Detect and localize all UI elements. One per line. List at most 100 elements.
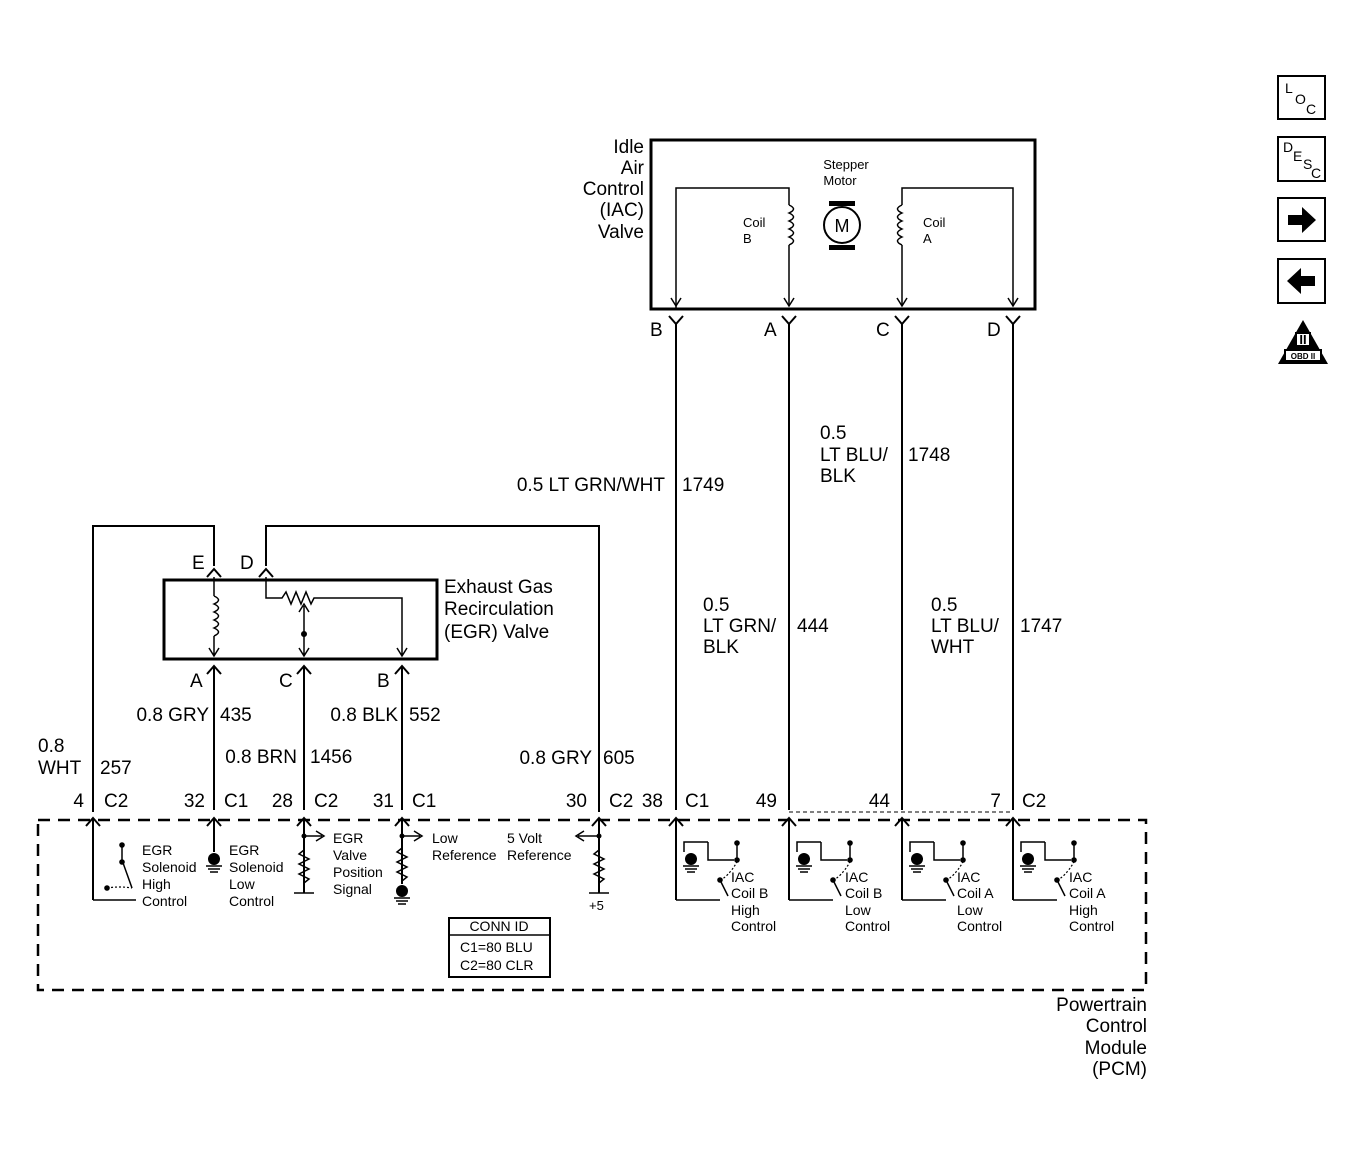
ground-icon (1020, 865, 1036, 873)
wire-1748 (894, 315, 910, 900)
loc-button[interactable]: L O C (1277, 75, 1326, 120)
ground-icon (796, 865, 812, 873)
egr-solenoid-coil-icon (212, 595, 220, 637)
wire-color-label: 0.5 LT GRN/WHT (517, 475, 666, 496)
iac-pin-label: A (764, 320, 777, 341)
ground-icon (206, 865, 222, 873)
wire-color-label: BLK (703, 637, 739, 658)
iac-valve-housing (649, 138, 1037, 311)
svg-text:Coil A: Coil A (1069, 885, 1106, 901)
svg-text:Signal: Signal (333, 881, 372, 897)
circuit-number: 1747 (1020, 616, 1062, 637)
svg-text:IAC: IAC (1069, 869, 1092, 885)
egr-pin-label: E (192, 553, 205, 574)
arrow-right-icon (1288, 207, 1316, 233)
pcm-title-line: Powertrain (1056, 995, 1147, 1016)
pcm-connector: C1 (412, 791, 436, 812)
egr-potentiometer-icon (265, 577, 408, 658)
wire-color-label: 0.5 (820, 423, 846, 444)
circuit-number: 552 (409, 705, 441, 726)
obd-ii-icon[interactable]: II OBD II (1278, 320, 1328, 364)
arrow-right-icon (402, 830, 424, 842)
svg-text:C: C (1311, 165, 1321, 181)
pcm-connector: C2 (1022, 791, 1046, 812)
iac-valve: Idle Air Control (IAC) Valve Stepper Mot… (583, 137, 1037, 341)
wire-color-label: 0.5 (703, 595, 729, 616)
svg-text:L: L (1285, 80, 1293, 96)
svg-text:Position: Position (333, 864, 383, 880)
circuit-number: 444 (797, 616, 829, 637)
desc-button[interactable]: D E S C (1277, 136, 1326, 182)
next-page-button[interactable] (1277, 197, 1326, 242)
wire-605 (265, 525, 600, 812)
pcm-connector: C2 (609, 791, 633, 812)
pcm-connector: C2 (104, 791, 128, 812)
arrow-left-icon (1287, 268, 1315, 294)
iac-title-line: Air (621, 158, 645, 179)
wire-color-label: 0.8 GRY (519, 748, 592, 769)
wire-color-label: WHT (38, 758, 82, 779)
svg-text:S: S (1303, 156, 1312, 172)
coil-b-icon (787, 204, 795, 246)
iac-pin-label: C (876, 320, 890, 341)
egr-pin-label: B (377, 671, 390, 692)
egr-low-driver: EGR Solenoid Low Control (206, 842, 284, 909)
egr-wires: 0.8 GRY 435 0.8 BRN 1456 0.8 BLK 552 0.8… (38, 664, 635, 900)
egr-title-line: Exhaust Gas (444, 577, 553, 598)
iac-pin-label: B (650, 320, 663, 341)
svg-text:Low: Low (957, 902, 984, 918)
svg-text:High: High (731, 902, 760, 918)
wire-color-label: LT GRN/ (703, 616, 777, 637)
coil-a-label: A (923, 231, 932, 246)
ground-icon (394, 897, 410, 905)
svg-text:+5: +5 (589, 898, 604, 913)
coil-b-label: Coil (743, 215, 766, 230)
svg-text:EGR: EGR (229, 842, 259, 858)
pcm-title-line: (PCM) (1092, 1059, 1147, 1080)
egr-position-input: EGR Valve Position Signal (294, 830, 383, 897)
iac-coil-a-low-driver: IAC Coil A Low Control (902, 840, 1002, 934)
svg-text:Control: Control (142, 893, 187, 909)
egr-valve: Exhaust Gas Recirculation (EGR) Valve E … (92, 525, 600, 812)
ground-icon (683, 865, 699, 873)
svg-text:Reference: Reference (432, 847, 497, 863)
ground-icon (396, 885, 408, 897)
iac-title-line: (IAC) (600, 200, 644, 221)
svg-text:5 Volt: 5 Volt (507, 830, 542, 846)
ground-icon (909, 865, 925, 873)
pcm-pin-number: 49 (756, 791, 777, 812)
egr-title-line: Recirculation (444, 599, 554, 620)
ground-icon (798, 853, 810, 865)
svg-text:Valve: Valve (333, 847, 367, 863)
ground-icon (911, 853, 923, 865)
conn-id-table: CONN ID C1=80 BLU C2=80 CLR (448, 917, 551, 978)
wire-1749 (668, 315, 684, 900)
pcm-housing (36, 818, 1148, 992)
svg-text:Low: Low (229, 876, 256, 892)
svg-text:D: D (1283, 139, 1293, 155)
svg-text:Control: Control (731, 918, 776, 934)
svg-text:IAC: IAC (957, 869, 980, 885)
wire-color-label: WHT (931, 637, 975, 658)
conn-id-title: CONN ID (469, 918, 528, 934)
svg-text:C: C (1306, 101, 1316, 117)
svg-text:Control: Control (229, 893, 274, 909)
wire-color-label: 0.8 GRY (136, 705, 209, 726)
previous-page-button[interactable] (1277, 258, 1326, 304)
svg-text:Low: Low (845, 902, 872, 918)
motor-icon: M (823, 201, 861, 250)
circuit-number: 1748 (908, 445, 950, 466)
wire-1747 (1005, 315, 1021, 900)
wire-color-label: 0.8 BLK (330, 705, 398, 726)
circuit-number: 1456 (310, 747, 352, 768)
iac-title-line: Valve (598, 222, 644, 243)
egr-wiper (298, 602, 310, 658)
conn-id-line: C1=80 BLU (460, 939, 533, 955)
svg-text:EGR: EGR (142, 842, 172, 858)
ground-icon (685, 853, 697, 865)
ground-icon (208, 853, 220, 865)
svg-text:Control: Control (845, 918, 890, 934)
egr-valve-housing (162, 578, 439, 661)
pcm-pin-number: 44 (869, 791, 891, 812)
